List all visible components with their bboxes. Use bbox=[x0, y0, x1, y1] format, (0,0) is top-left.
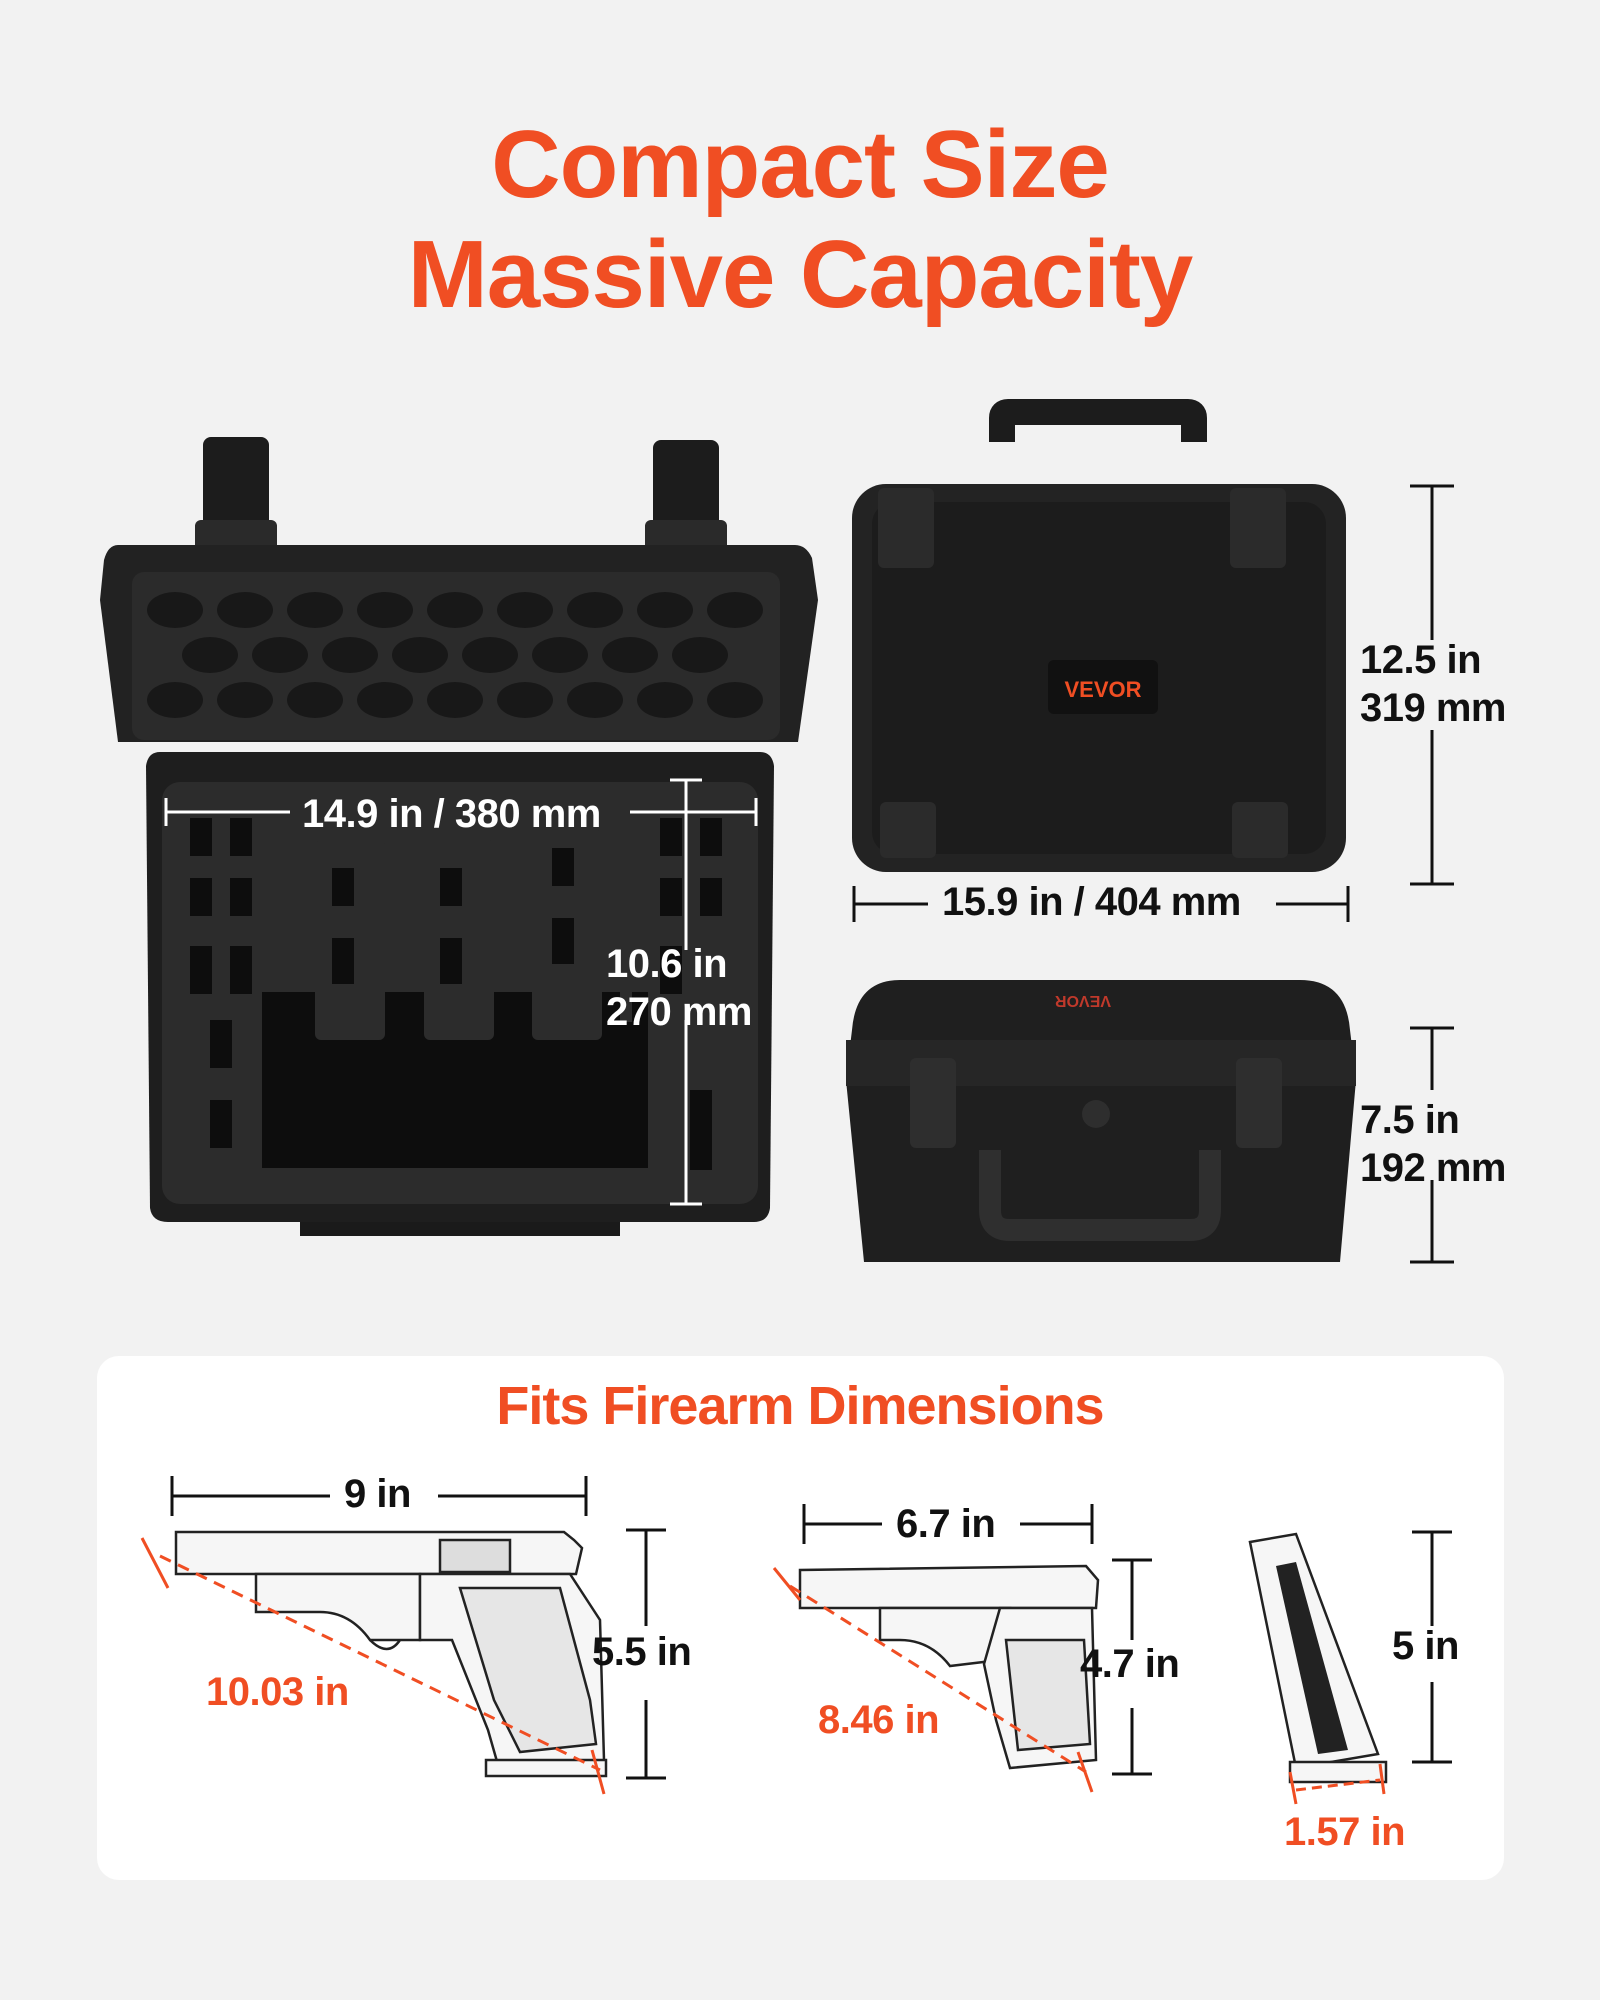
magazine-dimension-lines bbox=[1412, 1530, 1452, 1764]
interior-depth-mm: 270 mm bbox=[606, 990, 752, 1034]
headline-line-2: Massive Capacity bbox=[407, 221, 1193, 328]
compact-pistol-diagonal-label: 8.46 in bbox=[818, 1698, 940, 1742]
closed-case-side-image: VEVOR bbox=[846, 980, 1356, 1262]
brand-logo-upside-down: VEVOR bbox=[1055, 992, 1111, 1009]
open-case-image bbox=[100, 437, 818, 1236]
large-pistol-dimension-lines bbox=[170, 1476, 666, 1780]
large-pistol-length-label: 9 in bbox=[344, 1472, 411, 1516]
headline-line-1: Compact Size bbox=[491, 111, 1109, 218]
exterior-depth-label: 7.5 in 192 mm bbox=[1360, 1096, 1506, 1192]
compact-pistol-dimension-lines bbox=[802, 1504, 1152, 1776]
exterior-depth-in: 7.5 in bbox=[1360, 1098, 1460, 1142]
large-pistol-image bbox=[174, 1530, 608, 1778]
brand-logo: VEVOR bbox=[1064, 677, 1141, 702]
magazine-width-label: 1.57 in bbox=[1284, 1810, 1406, 1854]
closed-case-front-image: VEVOR bbox=[852, 399, 1346, 872]
carry-handle bbox=[989, 399, 1207, 442]
exterior-height-mm: 319 mm bbox=[1360, 686, 1506, 730]
magazine-image bbox=[1248, 1532, 1388, 1784]
brand-badge bbox=[1048, 660, 1158, 714]
exterior-height-label: 12.5 in 319 mm bbox=[1360, 636, 1506, 732]
large-pistol-height-label: 5.5 in bbox=[592, 1630, 692, 1674]
compact-pistol-length-label: 6.7 in bbox=[896, 1502, 996, 1546]
magazine-width-line bbox=[1288, 1763, 1386, 1805]
compact-pistol-height-label: 4.7 in bbox=[1080, 1642, 1180, 1686]
interior-width-label: 14.9 in / 380 mm bbox=[302, 792, 601, 836]
open-case-dimension-lines bbox=[164, 778, 758, 1206]
side-dimension-lines bbox=[1410, 1026, 1454, 1264]
compact-pistol-diagonal-line bbox=[772, 1567, 1094, 1793]
compact-pistol-image bbox=[798, 1564, 1100, 1770]
exterior-depth-mm: 192 mm bbox=[1360, 1146, 1506, 1190]
magazine-height-label: 5 in bbox=[1392, 1624, 1459, 1668]
exterior-width-label: 15.9 in / 404 mm bbox=[942, 880, 1241, 924]
interior-depth-label: 10.6 in 270 mm bbox=[606, 940, 752, 1036]
front-dimension-lines bbox=[852, 484, 1454, 922]
large-pistol-diagonal-label: 10.03 in bbox=[206, 1670, 349, 1714]
firearm-panel-title: Fits Firearm Dimensions bbox=[496, 1376, 1104, 1436]
large-pistol-diagonal-line bbox=[140, 1537, 606, 1795]
exterior-height-in: 12.5 in bbox=[1360, 638, 1482, 682]
interior-depth-in: 10.6 in bbox=[606, 942, 728, 986]
